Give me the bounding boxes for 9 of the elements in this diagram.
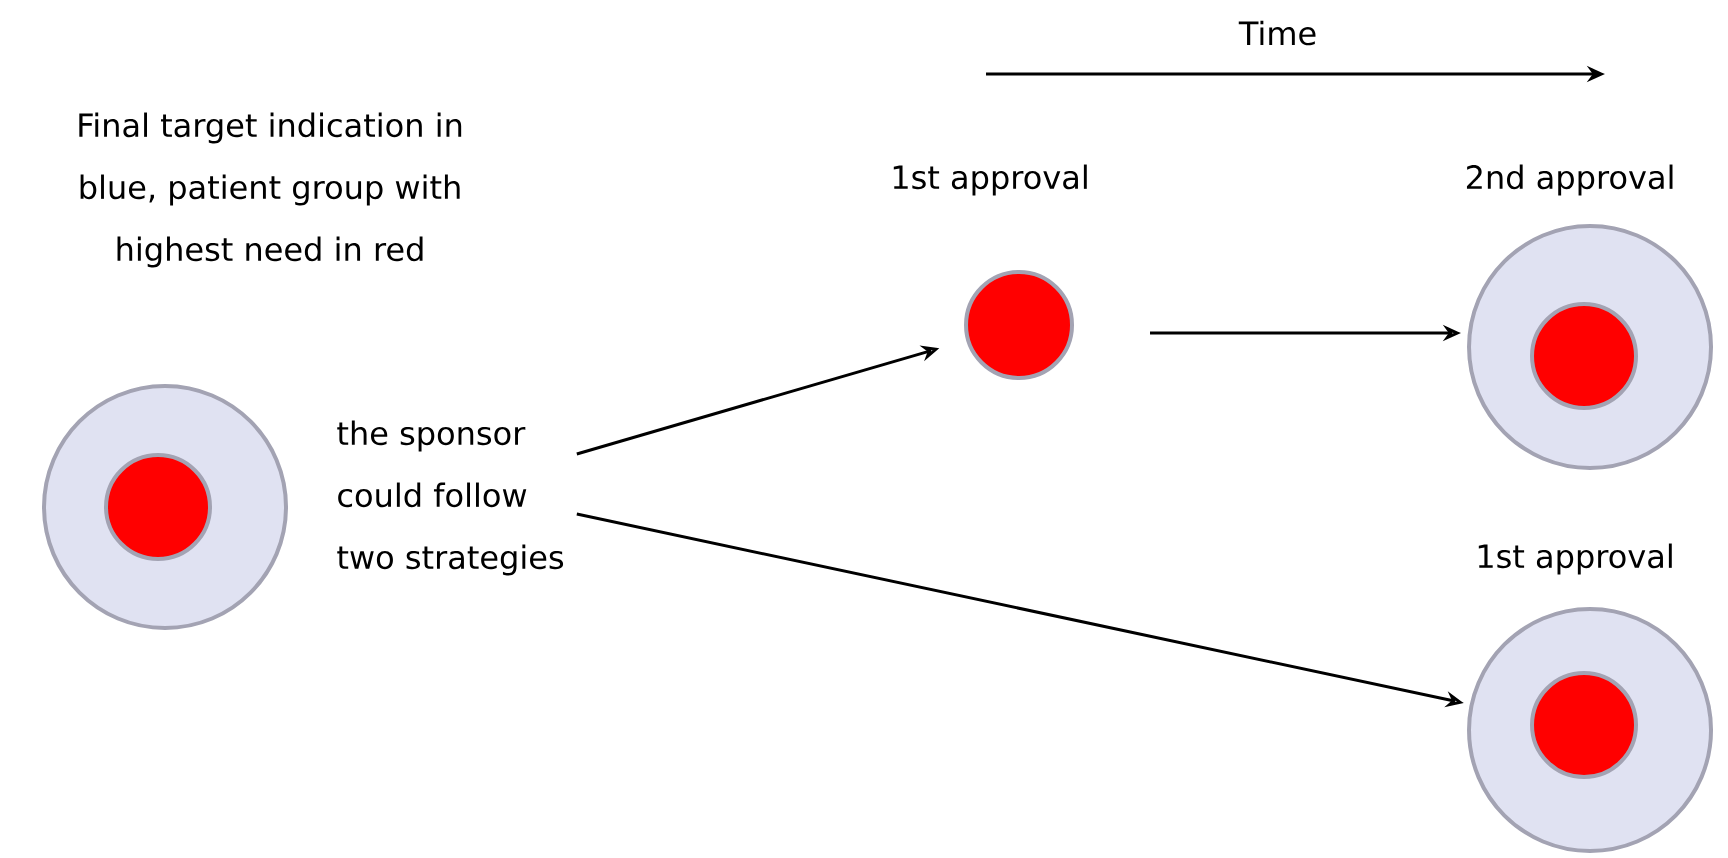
axis-label: Time [1238,20,1316,46]
circle-label: 2nd approval [1466,164,1673,196]
circle-label: 1st approval [893,164,1087,196]
circle [1530,302,1638,410]
circle [104,453,212,561]
strategy-text: the sponsor could follow two strategies [337,420,564,576]
circle [1530,671,1638,779]
note-text: Final target indication in blue, patient group with highest need in red [79,112,462,268]
circle-label: 1st approval [1478,543,1672,575]
